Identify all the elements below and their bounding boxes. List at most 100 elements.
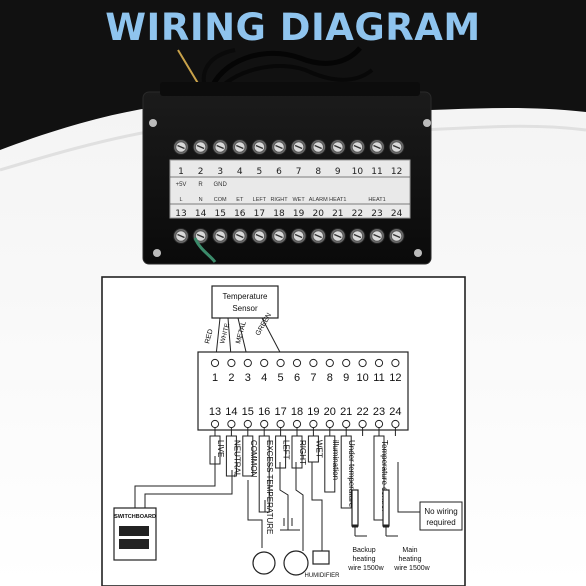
photo-top-label: GND xyxy=(214,182,228,188)
photo-bottom-label: ET xyxy=(236,197,244,203)
photo-bottom-screw-22 xyxy=(349,228,366,244)
photo-top-screw-9 xyxy=(329,139,346,155)
photo-bottom-label: LEFT xyxy=(253,197,267,203)
terminal-number: 24 xyxy=(389,406,401,418)
terminal-number: 3 xyxy=(245,372,251,384)
terminal-number: 4 xyxy=(261,372,267,384)
sensor-label-line1: Temperature xyxy=(223,292,268,301)
main-heating-label-3: wire 1500w xyxy=(393,565,430,572)
photo-top-number: 9 xyxy=(335,167,341,177)
terminal-label-box xyxy=(291,435,303,469)
photo-bottom-number: 18 xyxy=(273,209,285,219)
terminal-label-box xyxy=(225,435,237,477)
photo-top-number: 11 xyxy=(371,167,382,177)
photo-top-number: 8 xyxy=(315,167,321,177)
top-terminal-11 xyxy=(374,358,384,368)
top-terminal-3 xyxy=(243,358,252,368)
terminal-label-box xyxy=(340,435,352,509)
photo-top-screw-8 xyxy=(310,139,327,155)
photo-bottom-number: 14 xyxy=(195,209,207,219)
terminal-label-box xyxy=(258,435,270,513)
top-terminal-10 xyxy=(358,358,367,368)
bottom-terminal-21 xyxy=(342,419,351,429)
photo-top-number: 4 xyxy=(237,167,243,177)
terminal-label: Under temperature xyxy=(347,440,356,508)
photo-bottom-number: 21 xyxy=(332,209,343,219)
wire-label-red: RED xyxy=(204,328,215,344)
main-heating-label-1: Main xyxy=(402,547,417,554)
photo-bottom-label: ALARM xyxy=(309,197,328,203)
terminal-number: 11 xyxy=(373,372,384,384)
terminal-number: 9 xyxy=(343,372,349,384)
terminal-number: 8 xyxy=(327,372,333,384)
photo-top-screw-5 xyxy=(251,139,268,155)
terminal-number: 17 xyxy=(274,406,286,418)
top-terminal-5 xyxy=(276,358,285,368)
terminal-number: 13 xyxy=(209,406,221,418)
no-wiring-line1: No wiring xyxy=(424,507,457,516)
photo-top-screw-2 xyxy=(192,139,209,155)
terminal-label: NEUTRAL xyxy=(232,440,241,478)
bottom-terminal-23 xyxy=(374,419,384,429)
terminal-number: 10 xyxy=(356,372,368,384)
terminal-label: Temperature control xyxy=(380,440,389,511)
photo-bottom-number: 22 xyxy=(352,209,363,219)
terminal-number: 7 xyxy=(310,372,316,384)
bottom-terminal-18 xyxy=(292,419,302,429)
photo-top-label: +5V xyxy=(176,182,187,188)
temperature-sensor-box xyxy=(211,285,279,319)
terminal-number: 1 xyxy=(212,372,218,384)
terminal-label-box xyxy=(307,435,319,463)
photo-top-number: 6 xyxy=(276,167,282,177)
terminal-number: 22 xyxy=(356,406,368,418)
photo-top-number: 3 xyxy=(217,167,223,177)
photo-top-screw-1 xyxy=(173,139,189,155)
terminal-number: 20 xyxy=(324,406,336,418)
humidifier-box xyxy=(312,550,330,565)
photo-bottom-number: 15 xyxy=(214,209,225,219)
humidifier-label: HUMIDIFIER xyxy=(305,573,341,579)
bottom-terminal-13 xyxy=(210,419,220,429)
photo-bottom-label: N xyxy=(199,197,203,203)
terminal-number: 21 xyxy=(340,406,352,418)
terminal-label-box xyxy=(242,435,254,477)
terminal-number: 18 xyxy=(291,406,303,418)
top-terminal-8 xyxy=(325,358,334,368)
terminal-number: 15 xyxy=(242,406,254,418)
bottom-terminal-19 xyxy=(309,419,318,429)
bottom-terminal-16 xyxy=(260,419,269,429)
bottom-terminal-22 xyxy=(358,419,367,429)
photo-bottom-label: L xyxy=(179,197,182,203)
photo-bottom-screw-20 xyxy=(310,228,327,244)
top-terminal-7 xyxy=(309,358,318,368)
photo-bottom-screw-16 xyxy=(231,228,248,244)
photo-bottom-screw-18 xyxy=(271,228,287,244)
photo-top-screw-7 xyxy=(290,139,307,155)
photo-bottom-screw-21 xyxy=(329,228,346,244)
photo-bottom-number: 19 xyxy=(293,209,305,219)
no-wiring-box xyxy=(419,501,463,531)
terminal-number: 23 xyxy=(373,406,385,418)
terminal-label: EXCESS TEMPERATURE xyxy=(265,440,274,534)
photo-top-number: 10 xyxy=(352,167,364,177)
bottom-terminal-15 xyxy=(243,419,252,429)
photo-bottom-screw-13 xyxy=(173,228,189,244)
terminal-label-box xyxy=(324,435,336,493)
photo-top-number: 7 xyxy=(296,167,302,177)
terminal-number: 16 xyxy=(258,406,270,418)
backup-heating-element xyxy=(351,489,359,527)
top-terminal-1 xyxy=(210,358,220,368)
terminal-label: COMMON xyxy=(249,440,258,478)
bottom-terminal-24 xyxy=(391,419,400,429)
photo-top-screw-11 xyxy=(369,139,385,155)
bottom-terminal-14 xyxy=(227,419,236,429)
photo-top-screw-4 xyxy=(231,139,248,155)
photo-top-number: 2 xyxy=(198,167,204,177)
top-terminal-2 xyxy=(227,358,236,368)
photo-top-screw-10 xyxy=(349,139,366,155)
terminal-label-box xyxy=(275,435,287,469)
photo-bottom-screw-17 xyxy=(251,228,268,244)
photo-bottom-screw-23 xyxy=(369,228,385,244)
photo-bottom-label: WET xyxy=(292,197,305,203)
